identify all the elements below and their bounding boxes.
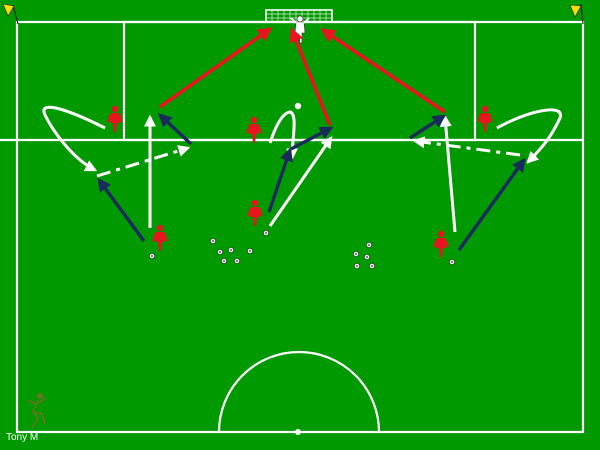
ball-icon <box>148 252 156 260</box>
penalty-spot <box>294 102 302 110</box>
ball-icon <box>368 262 376 270</box>
ball-icon <box>227 246 235 254</box>
pass-arrow-icon <box>267 147 293 213</box>
pass-arrows <box>97 113 526 251</box>
ball-icon <box>220 257 228 265</box>
ball-icon <box>262 229 270 237</box>
shot-arrow-icon <box>289 27 332 126</box>
pass-arrow-icon <box>158 113 193 146</box>
author-credit: Tony M <box>6 432 39 443</box>
run-arrows <box>42 105 562 233</box>
ball-icon <box>353 262 361 270</box>
pass-arrow-icon <box>290 126 334 151</box>
pass-arrow-icon <box>97 177 146 243</box>
ball-icon <box>448 258 456 266</box>
ball-icon <box>352 250 360 258</box>
center-spot <box>295 429 301 435</box>
run-arrow-icon <box>496 108 562 164</box>
ball-icon <box>246 247 254 255</box>
pass-arrow-icon <box>457 157 526 251</box>
ball-icon <box>365 241 373 249</box>
pass-arrow-icon <box>409 114 447 140</box>
ball-icon <box>233 257 241 265</box>
corner-flag-icon <box>569 3 584 25</box>
run-arrow-icon <box>42 105 106 172</box>
run-arrow-icon <box>268 110 299 161</box>
ball-icon <box>216 248 224 256</box>
ball-icon <box>209 237 217 245</box>
run-arrow-icon <box>268 136 333 227</box>
shot-arrow-icon <box>158 27 273 109</box>
logo-icon <box>27 393 47 429</box>
center-circle <box>217 350 381 433</box>
ball-icon <box>363 253 371 261</box>
shot-arrow-icon <box>320 28 447 114</box>
corner-flag-icon <box>2 3 19 25</box>
shot-arrows <box>158 27 447 126</box>
run-arrow-icon <box>439 114 457 233</box>
dashed-run-arrows <box>96 136 521 178</box>
run-arrow-icon <box>412 136 521 157</box>
